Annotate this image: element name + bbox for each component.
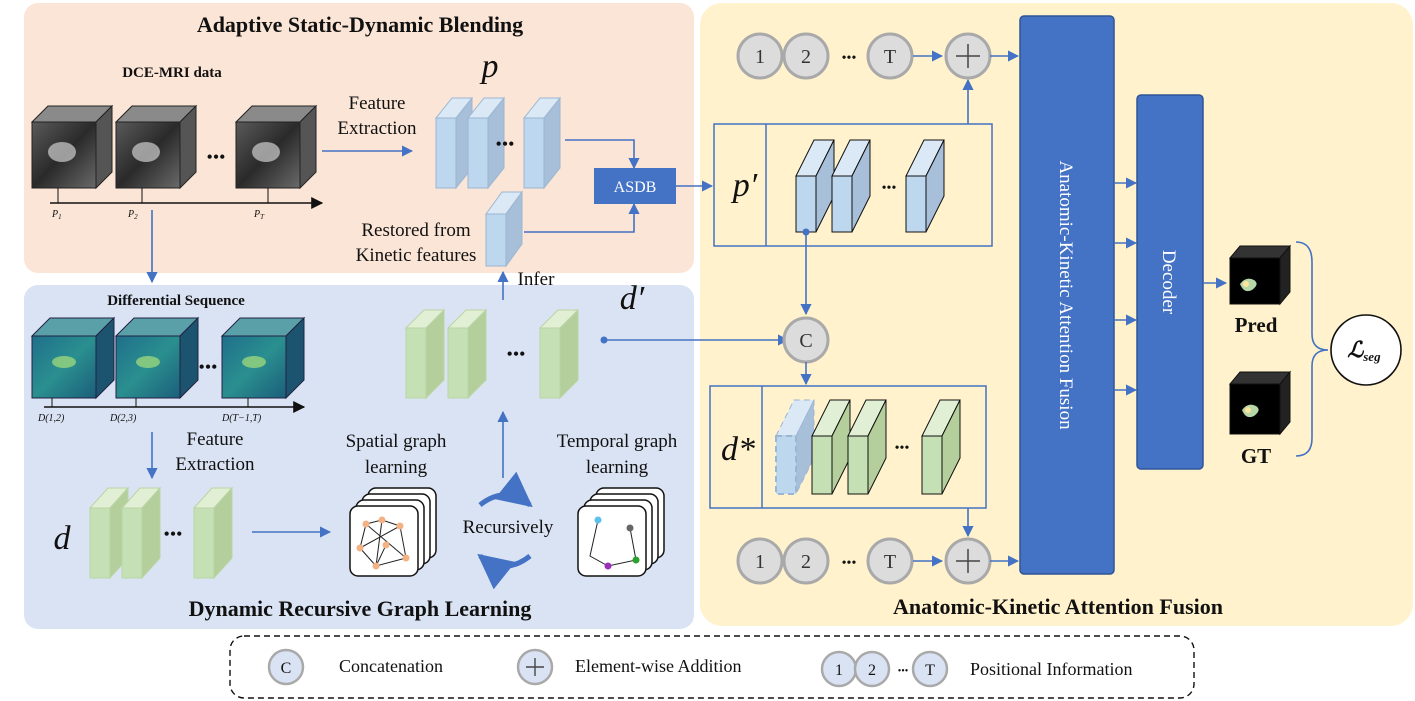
diff-cube-1 bbox=[30, 316, 116, 400]
svg-text:•••: ••• bbox=[164, 524, 183, 544]
tick-p1: P1 bbox=[51, 209, 62, 221]
svg-text:1: 1 bbox=[755, 46, 765, 68]
temporal-graph-stack bbox=[577, 487, 665, 577]
d-prime-feature-stack: ••• bbox=[404, 308, 580, 400]
spatial-graph-stack bbox=[349, 487, 437, 577]
svg-text:2: 2 bbox=[801, 551, 811, 573]
feature-extraction-2-b: Extraction bbox=[175, 454, 255, 475]
add-circle-top bbox=[944, 32, 992, 80]
p-prime-feature-stack: ••• bbox=[795, 139, 945, 233]
loss-circle bbox=[1330, 314, 1402, 386]
svg-text:•••: ••• bbox=[842, 556, 857, 571]
tick-p2: P2 bbox=[127, 209, 138, 221]
p-feature-stack: ••• bbox=[434, 96, 562, 190]
positional-row-top: 1 2 ••• T bbox=[736, 32, 914, 80]
recursive-arrow-bottom bbox=[477, 553, 532, 590]
svg-text:•••: ••• bbox=[898, 666, 909, 677]
loss-label: ℒseg bbox=[1347, 337, 1381, 364]
svg-text:•••: ••• bbox=[882, 181, 897, 196]
legend-positional-icon: 1 2 ••• T bbox=[820, 650, 949, 688]
gt-label: GT bbox=[1241, 444, 1271, 468]
mri-cube-t bbox=[234, 104, 318, 190]
decoder-label: Decoder bbox=[1158, 250, 1179, 315]
legend-concat-icon: C bbox=[267, 648, 305, 686]
tick-dt: D(T−1,T) bbox=[221, 413, 262, 424]
feature-extraction-1-a: Feature bbox=[349, 93, 406, 114]
legend-box bbox=[229, 635, 1195, 699]
diff-seq-label: Differential Sequence bbox=[107, 293, 245, 309]
svg-text:•••: ••• bbox=[842, 51, 857, 66]
positional-row-bottom: 1 2 ••• T bbox=[736, 537, 914, 585]
p-label: p bbox=[480, 48, 499, 85]
temporal-label-a: Temporal graph bbox=[557, 431, 678, 452]
asdb-title: Adaptive Static-Dynamic Blending bbox=[197, 12, 523, 37]
d-star-label: d* bbox=[721, 431, 755, 468]
p-prime-box bbox=[713, 123, 993, 247]
tick-d12: D(1,2) bbox=[37, 413, 65, 424]
d-feature-stack: ••• bbox=[88, 486, 234, 580]
svg-text:C: C bbox=[281, 660, 292, 677]
svg-text:T: T bbox=[884, 46, 896, 68]
feature-extraction-1-b: Extraction bbox=[337, 118, 417, 139]
svg-text:T: T bbox=[884, 551, 896, 573]
restored-label-a: Restored from bbox=[361, 220, 470, 241]
drgl-title: Dynamic Recursive Graph Learning bbox=[189, 596, 532, 621]
recursive-arrow-top bbox=[478, 471, 533, 508]
akaf-title: Anatomic-Kinetic Attention Fusion bbox=[893, 594, 1223, 619]
svg-text:1: 1 bbox=[835, 662, 843, 679]
svg-text:1: 1 bbox=[755, 551, 765, 573]
svg-text:2: 2 bbox=[868, 662, 876, 679]
restored-label-b: Kinetic features bbox=[356, 245, 477, 266]
dce-mri-label: DCE-MRI data bbox=[122, 65, 222, 81]
pred-cube bbox=[1228, 244, 1292, 306]
svg-text:•••: ••• bbox=[895, 441, 910, 456]
infer-label: Infer bbox=[518, 269, 556, 290]
diff-cube-2 bbox=[114, 316, 200, 400]
akaf-bar-label: Anatomic-Kinetic Attention Fusion bbox=[1055, 160, 1076, 430]
svg-text:C: C bbox=[799, 330, 812, 352]
diff-cube-t bbox=[220, 316, 306, 400]
d-star-box bbox=[709, 385, 987, 509]
svg-text:•••: ••• bbox=[507, 344, 526, 364]
diff-ellipsis: ••• bbox=[199, 357, 218, 377]
tick-d23: D(2,3) bbox=[109, 413, 137, 424]
svg-text:•••: ••• bbox=[496, 134, 515, 154]
gt-cube bbox=[1228, 370, 1292, 436]
pred-label: Pred bbox=[1235, 313, 1278, 337]
asdb-box bbox=[594, 168, 676, 204]
add-circle-bottom bbox=[944, 537, 992, 585]
decoder-bar bbox=[1136, 94, 1204, 470]
legend-add-label: Element-wise Addition bbox=[575, 656, 741, 676]
concat-circle: C bbox=[782, 316, 830, 364]
mri-ellipsis: ••• bbox=[207, 147, 226, 167]
d-label: d bbox=[54, 520, 72, 557]
svg-text:2: 2 bbox=[801, 46, 811, 68]
akaf-bar bbox=[1019, 15, 1115, 575]
p-prime-label: p′ bbox=[731, 167, 758, 204]
spatial-label-b: learning bbox=[365, 457, 428, 478]
feature-extraction-2-a: Feature bbox=[187, 429, 244, 450]
mri-cube-2 bbox=[114, 104, 198, 190]
mri-cube-1 bbox=[30, 104, 114, 190]
loss-bracket bbox=[1295, 241, 1329, 457]
restored-feature bbox=[485, 190, 523, 268]
recursively-label: Recursively bbox=[463, 517, 554, 538]
legend-positional-label: Positional Information bbox=[970, 659, 1132, 679]
legend-concat-label: Concatenation bbox=[339, 656, 443, 676]
d-prime-label: d′ bbox=[620, 280, 645, 317]
svg-text:T: T bbox=[925, 662, 935, 679]
legend-add-icon bbox=[516, 648, 554, 686]
temporal-label-b: learning bbox=[586, 457, 649, 478]
asdb-box-label: ASDB bbox=[614, 179, 657, 196]
spatial-label-a: Spatial graph bbox=[346, 431, 447, 452]
asdb-section-bg bbox=[24, 3, 694, 273]
tick-pt: PT bbox=[253, 209, 265, 221]
d-star-feature-stack: ••• bbox=[775, 399, 961, 495]
